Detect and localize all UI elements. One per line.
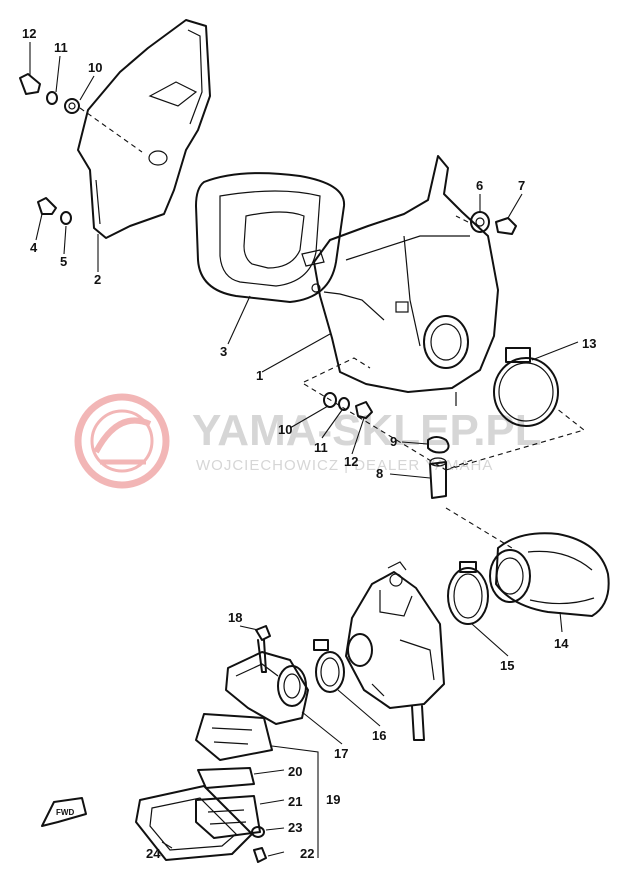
- bolt-12b-icon: [355, 401, 373, 419]
- watermark-logo: [74, 393, 170, 489]
- callout-6: 6: [476, 178, 483, 193]
- fwd-arrow-icon: FWD: [41, 797, 87, 827]
- part-16-clamp: [313, 639, 345, 693]
- part-2-side-cover: [77, 19, 211, 239]
- callout-17: 17: [334, 746, 348, 761]
- callout-14: 14: [554, 636, 569, 651]
- callout-11-upper: 11: [54, 40, 68, 55]
- part-14-joint: [489, 532, 610, 617]
- callout-16: 16: [372, 728, 386, 743]
- callout-11-middle: 11: [314, 440, 328, 455]
- washer-23-icon: [251, 826, 265, 838]
- callout-21: 21: [288, 794, 302, 809]
- callout-12-middle: 12: [344, 454, 358, 469]
- washer-11b-icon: [338, 397, 350, 411]
- callout-15: 15: [500, 658, 514, 673]
- washer-5-icon: [60, 211, 72, 225]
- callout-9: 9: [390, 434, 397, 449]
- watermark: YAMA-SKLEP.PL WOJCIECHOWICZ | DEALER YAM…: [74, 393, 542, 489]
- hardware-middle: [323, 392, 457, 499]
- callout-7: 7: [518, 178, 525, 193]
- collar-7-icon: [495, 217, 517, 235]
- callout-22: 22: [300, 846, 314, 861]
- part-17-manifold: [225, 651, 309, 725]
- watermark-title: YAMA-SKLEP.PL: [192, 406, 542, 455]
- clip-9-icon: [427, 436, 450, 454]
- leader-lines: [29, 42, 579, 858]
- part-1-filter-case: [301, 155, 499, 393]
- callout-2: 2: [94, 272, 101, 287]
- bolt-12-icon: [19, 73, 41, 95]
- bolt-4-icon: [37, 197, 57, 215]
- watermark-subtitle: WOJCIECHOWICZ | DEALER YAMAHA: [196, 457, 493, 474]
- washer-11-icon: [46, 91, 58, 105]
- drain-pipe-8-icon: [429, 461, 447, 499]
- carburetor: [345, 561, 445, 741]
- part-15-clamp: [447, 561, 489, 625]
- callout-19: 19: [326, 792, 340, 807]
- callout-10-upper: 10: [88, 60, 102, 75]
- callout-20: 20: [288, 764, 302, 779]
- screw-22-icon: [253, 847, 267, 863]
- hardware-upper-left: [19, 73, 143, 225]
- part-13-clamp: [493, 347, 559, 427]
- callout-3: 3: [220, 344, 227, 359]
- reed-plate-20: [197, 767, 255, 789]
- callout-5: 5: [60, 254, 67, 269]
- callout-24: 24: [146, 846, 161, 861]
- assembly-lines: [303, 357, 586, 549]
- part-18-bolt: [255, 625, 271, 673]
- reed-stopper-21: [195, 795, 261, 839]
- callout-12-upper: 12: [22, 26, 36, 41]
- callout-13: 13: [582, 336, 596, 351]
- callout-8: 8: [376, 466, 383, 481]
- part-24-gasket: [135, 785, 253, 861]
- washer-10-icon: [64, 98, 80, 114]
- fwd-label: FWD: [56, 808, 74, 817]
- callout-1: 1: [256, 368, 263, 383]
- callout-10-middle: 10: [278, 422, 292, 437]
- part-3-air-filter: [195, 172, 346, 303]
- callout-18: 18: [228, 610, 242, 625]
- callout-4: 4: [30, 240, 38, 255]
- callout-23: 23: [288, 820, 302, 835]
- washer-10b-icon: [323, 392, 337, 408]
- reed-valve-body: [195, 713, 273, 761]
- callout-labels: 12 11 10 4 5 2 3 1 6 7 13 10 11 12 9 8 1…: [22, 26, 596, 861]
